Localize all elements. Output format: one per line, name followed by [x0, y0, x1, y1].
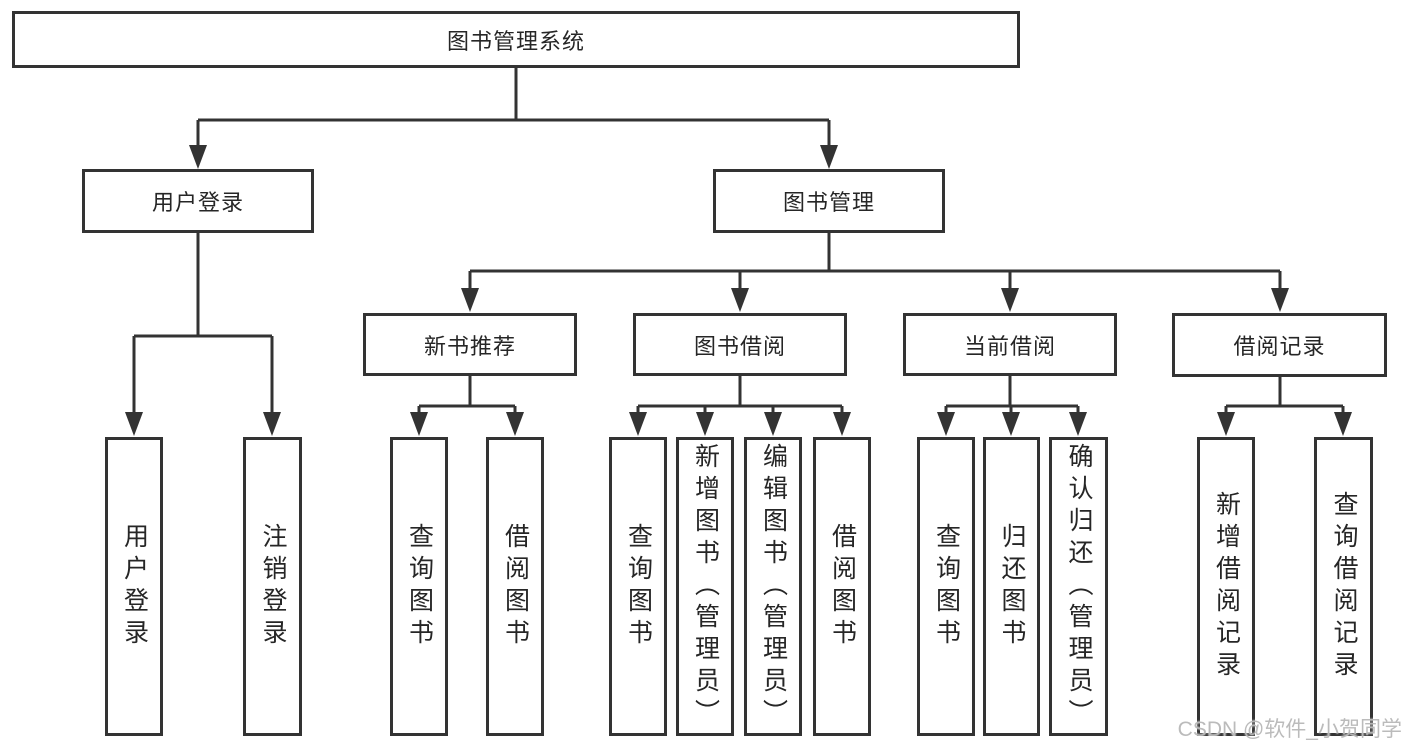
node-leaf-query-borrow-record: 查询借阅记录	[1314, 437, 1373, 736]
arrowhead-down-icon	[1334, 412, 1352, 436]
node-label: 图书管理系统	[446, 28, 585, 54]
node-label: 新增借阅记录	[1212, 490, 1241, 683]
node-book-management: 图书管理	[713, 169, 945, 233]
node-leaf-borrow-books: 借阅图书	[813, 437, 871, 736]
node-leaf-borrow-books-recommend: 借阅图书	[486, 437, 544, 736]
node-leaf-edit-books-admin: 编辑图书（管理员）	[744, 437, 802, 736]
arrowhead-down-icon	[506, 412, 524, 436]
node-label: 查询图书	[405, 522, 434, 651]
node-label: 查询图书	[624, 522, 653, 651]
node-label: 图书管理	[782, 190, 875, 215]
connector-user-login-to-leaves	[132, 233, 274, 418]
arrowhead-down-icon	[1069, 412, 1087, 436]
arrowhead-down-icon	[833, 412, 851, 436]
node-label: 确认归还（管理员）	[1065, 442, 1093, 731]
connector-new-book-rec-to-leaves	[417, 376, 517, 420]
node-label: 编辑图书（管理员）	[759, 442, 788, 731]
arrowhead-down-icon	[629, 412, 647, 436]
node-label: 注销登录	[259, 522, 287, 651]
connector-book-borrow-to-leaves	[636, 376, 844, 420]
node-leaf-user-login: 用户登录	[105, 437, 163, 736]
csdn-watermark: CSDN @软件_小贺同学	[1177, 718, 1402, 741]
connector-lines	[132, 68, 1345, 420]
arrowhead-down-icon	[461, 288, 479, 312]
node-current-borrowing: 当前借阅	[903, 313, 1117, 376]
arrowhead-down-icon	[410, 412, 428, 436]
node-leaf-query-books-recommend: 查询图书	[390, 437, 448, 736]
node-label: 归还图书	[998, 522, 1026, 651]
arrowhead-down-icon	[1271, 288, 1289, 312]
arrowhead-down-icon	[125, 412, 143, 436]
node-leaf-confirm-return-admin: 确认归还（管理员）	[1049, 437, 1108, 736]
arrowhead-down-icon	[189, 145, 207, 169]
arrowhead-down-icon	[1002, 412, 1020, 436]
node-label: 新书推荐	[423, 333, 516, 359]
node-leaf-return-books: 归还图书	[983, 437, 1040, 736]
node-user-login: 用户登录	[82, 169, 314, 233]
arrowheads	[125, 145, 1352, 436]
arrowhead-down-icon	[820, 145, 838, 169]
node-leaf-query-books-borrow: 查询图书	[609, 437, 667, 736]
arrowhead-down-icon	[263, 412, 281, 436]
arrowhead-down-icon	[696, 412, 714, 436]
arrowhead-down-icon	[1001, 288, 1019, 312]
node-label: 借阅图书	[501, 522, 530, 651]
node-label: 查询借阅记录	[1330, 490, 1358, 683]
node-label: 借阅图书	[828, 522, 857, 651]
arrowhead-down-icon	[764, 412, 782, 436]
arrowhead-down-icon	[731, 288, 749, 312]
node-label: 新增图书（管理员）	[691, 442, 720, 731]
node-leaf-query-books-current: 查询图书	[917, 437, 975, 736]
connector-borrow-records-to-leaves	[1224, 376, 1345, 420]
node-borrowing-records: 借阅记录	[1172, 313, 1387, 377]
node-label: 图书借阅	[693, 333, 786, 359]
arrowhead-down-icon	[937, 412, 955, 436]
connector-book-mgmt-to-level3	[468, 233, 1282, 294]
node-leaf-logout: 注销登录	[243, 437, 302, 736]
node-label: 借阅记录	[1233, 334, 1326, 359]
node-leaf-add-borrow-record: 新增借阅记录	[1197, 437, 1255, 736]
node-book-borrowing: 图书借阅	[633, 313, 847, 376]
node-root-system: 图书管理系统	[12, 11, 1020, 68]
node-leaf-add-books-admin: 新增图书（管理员）	[676, 437, 734, 736]
node-label: 当前借阅	[963, 333, 1056, 359]
node-label: 用户登录	[151, 190, 244, 215]
connector-root-to-level2	[196, 68, 831, 150]
node-label: 查询图书	[932, 522, 961, 651]
arrowhead-down-icon	[1217, 412, 1235, 436]
node-new-book-recommend: 新书推荐	[363, 313, 577, 376]
node-label: 用户登录	[120, 522, 149, 651]
